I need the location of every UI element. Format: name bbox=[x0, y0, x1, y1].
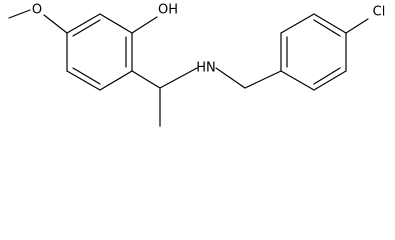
chemical-structure: O OH HN Cl bbox=[8, 3, 385, 127]
atom-labels: O OH HN Cl bbox=[32, 3, 385, 76]
bond-ring2-f bbox=[280, 70, 315, 91]
bond-ring1-e-inner bbox=[72, 67, 101, 85]
bond-ring1-d bbox=[99, 70, 133, 91]
bond-hydroxyl bbox=[131, 16, 158, 34]
bond-ring2-c-inner bbox=[313, 19, 341, 37]
bond-ring1-b bbox=[99, 13, 133, 34]
bond-amine-ch2 bbox=[215, 67, 246, 89]
bonds bbox=[8, 9, 369, 127]
bond-ch2-ring bbox=[244, 70, 282, 89]
bond-ring-ch bbox=[131, 70, 161, 89]
bond-ring1-a bbox=[66, 13, 101, 34]
bond-ch-amine bbox=[159, 67, 198, 89]
bond-methoxy-methyl bbox=[8, 9, 31, 19]
chlorine-label: Cl bbox=[373, 5, 386, 20]
bond-ring1-e bbox=[66, 70, 101, 91]
bond-ring2-e bbox=[313, 70, 347, 91]
bond-ring2-b bbox=[280, 13, 315, 34]
hydroxyl-label: OH bbox=[158, 3, 178, 18]
bond-ring2-e-inner bbox=[313, 67, 341, 85]
bond-ring2-c bbox=[313, 13, 347, 34]
amine-label: HN bbox=[196, 61, 216, 76]
bond-ring1-a-inner bbox=[72, 19, 101, 37]
bond-methoxy-ring bbox=[43, 14, 68, 34]
methoxy-oxygen-label: O bbox=[32, 3, 42, 18]
bond-ring-chlorine bbox=[345, 18, 369, 34]
